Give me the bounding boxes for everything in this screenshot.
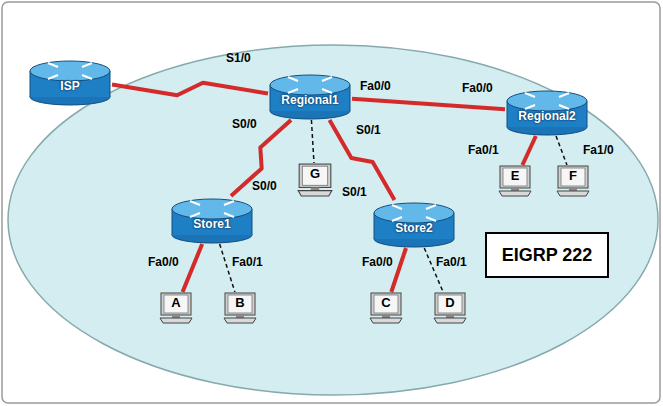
router-icon: ISP bbox=[28, 58, 112, 106]
router-name: Regional2 bbox=[505, 109, 589, 123]
router-icon: Store1 bbox=[170, 196, 254, 244]
ethernet-link bbox=[522, 136, 535, 165]
router-name: ISP bbox=[28, 79, 112, 93]
router-icon: Store2 bbox=[372, 200, 456, 248]
router-icon: Regional2 bbox=[505, 88, 589, 136]
pc-letter: G bbox=[296, 166, 334, 181]
router-icon: Regional1 bbox=[268, 72, 352, 120]
interface-label: Fa0/1 bbox=[468, 144, 499, 157]
pc-icon: G bbox=[296, 163, 334, 197]
pc-letter: B bbox=[222, 295, 258, 310]
interface-label: Fa0/1 bbox=[232, 256, 263, 269]
console-cable bbox=[424, 248, 443, 292]
domain-label: EIGRP 222 bbox=[502, 245, 593, 266]
serial-link bbox=[330, 120, 395, 200]
interface-label: Fa0/0 bbox=[362, 256, 393, 269]
router-name: Store2 bbox=[372, 221, 456, 235]
serial-link bbox=[231, 120, 291, 196]
pc-icon: B bbox=[222, 292, 258, 324]
console-cable bbox=[311, 120, 314, 163]
pc-icon: F bbox=[555, 165, 591, 197]
pc-icon: C bbox=[368, 292, 404, 324]
pc-icon: D bbox=[432, 292, 468, 324]
interface-label: Fa0/1 bbox=[436, 256, 467, 269]
serial-link bbox=[112, 83, 268, 96]
interface-label: Fa0/0 bbox=[462, 82, 493, 95]
pc-letter: C bbox=[368, 295, 404, 310]
interface-label: S0/1 bbox=[356, 124, 381, 137]
routing-domain-box: EIGRP 222 bbox=[485, 232, 609, 278]
interface-label: S0/0 bbox=[232, 118, 257, 131]
router-name: Store1 bbox=[170, 217, 254, 231]
pc-icon: A bbox=[158, 292, 194, 324]
interface-label: S0/1 bbox=[342, 186, 367, 199]
ethernet-link bbox=[391, 248, 406, 292]
pc-letter: E bbox=[497, 168, 533, 183]
pc-letter: D bbox=[432, 295, 468, 310]
ethernet-link bbox=[352, 99, 505, 109]
interface-label: S1/0 bbox=[226, 52, 251, 65]
interface-label: Fa1/0 bbox=[583, 144, 614, 157]
pc-letter: A bbox=[158, 295, 194, 310]
console-cable bbox=[556, 136, 567, 165]
interface-label: Fa0/0 bbox=[148, 256, 179, 269]
router-name: Regional1 bbox=[268, 93, 352, 107]
ethernet-link bbox=[183, 244, 203, 292]
interface-label: Fa0/0 bbox=[360, 80, 391, 93]
pc-letter: F bbox=[555, 168, 591, 183]
eigrp-region bbox=[8, 45, 658, 395]
pc-icon: E bbox=[497, 165, 533, 197]
interface-label: S0/0 bbox=[252, 180, 277, 193]
